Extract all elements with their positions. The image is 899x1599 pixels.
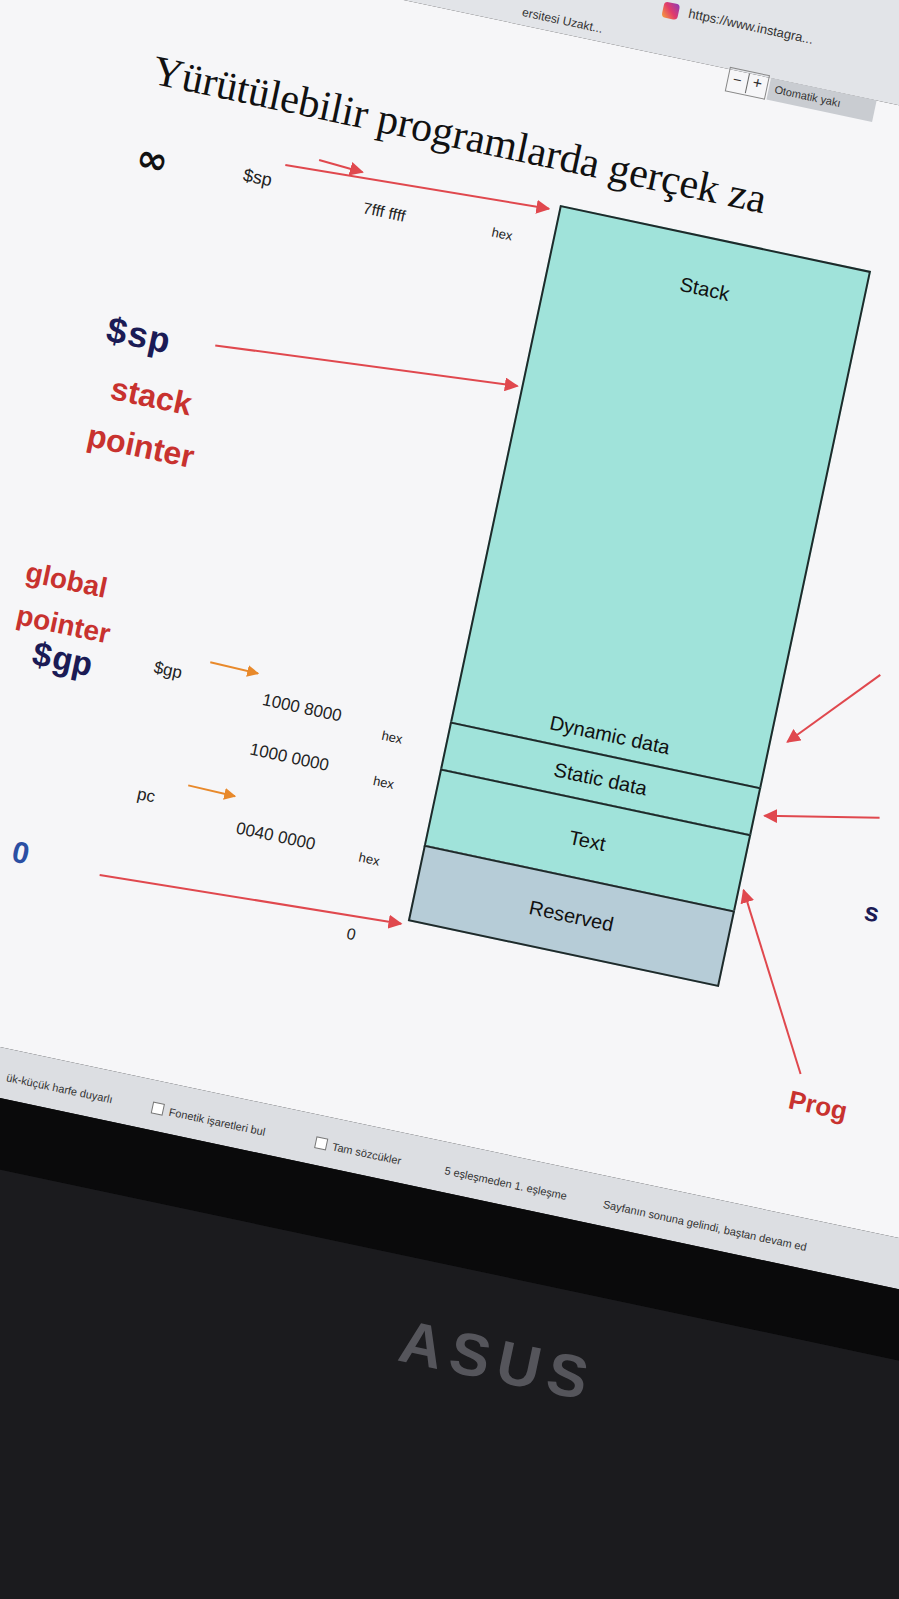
leader-arrow bbox=[764, 794, 879, 839]
segment-label: Stack bbox=[678, 272, 732, 306]
zoom-control bbox=[725, 67, 769, 99]
pointer-arrow bbox=[210, 662, 258, 673]
instagram-icon bbox=[661, 1, 680, 20]
checkbox bbox=[315, 1137, 328, 1150]
segment-label: Reserved bbox=[527, 895, 616, 936]
zoom-button bbox=[766, 78, 876, 122]
leader-arrow bbox=[215, 323, 517, 409]
pointer-arrow bbox=[188, 785, 235, 796]
segment-label: Static data bbox=[552, 757, 649, 800]
segment-label: Text bbox=[567, 825, 608, 856]
checkbox bbox=[151, 1102, 164, 1115]
pointer-arrow bbox=[318, 160, 363, 172]
divider bbox=[745, 74, 749, 94]
laptop-body bbox=[0, 1096, 899, 1599]
leader-arrow bbox=[787, 659, 880, 758]
